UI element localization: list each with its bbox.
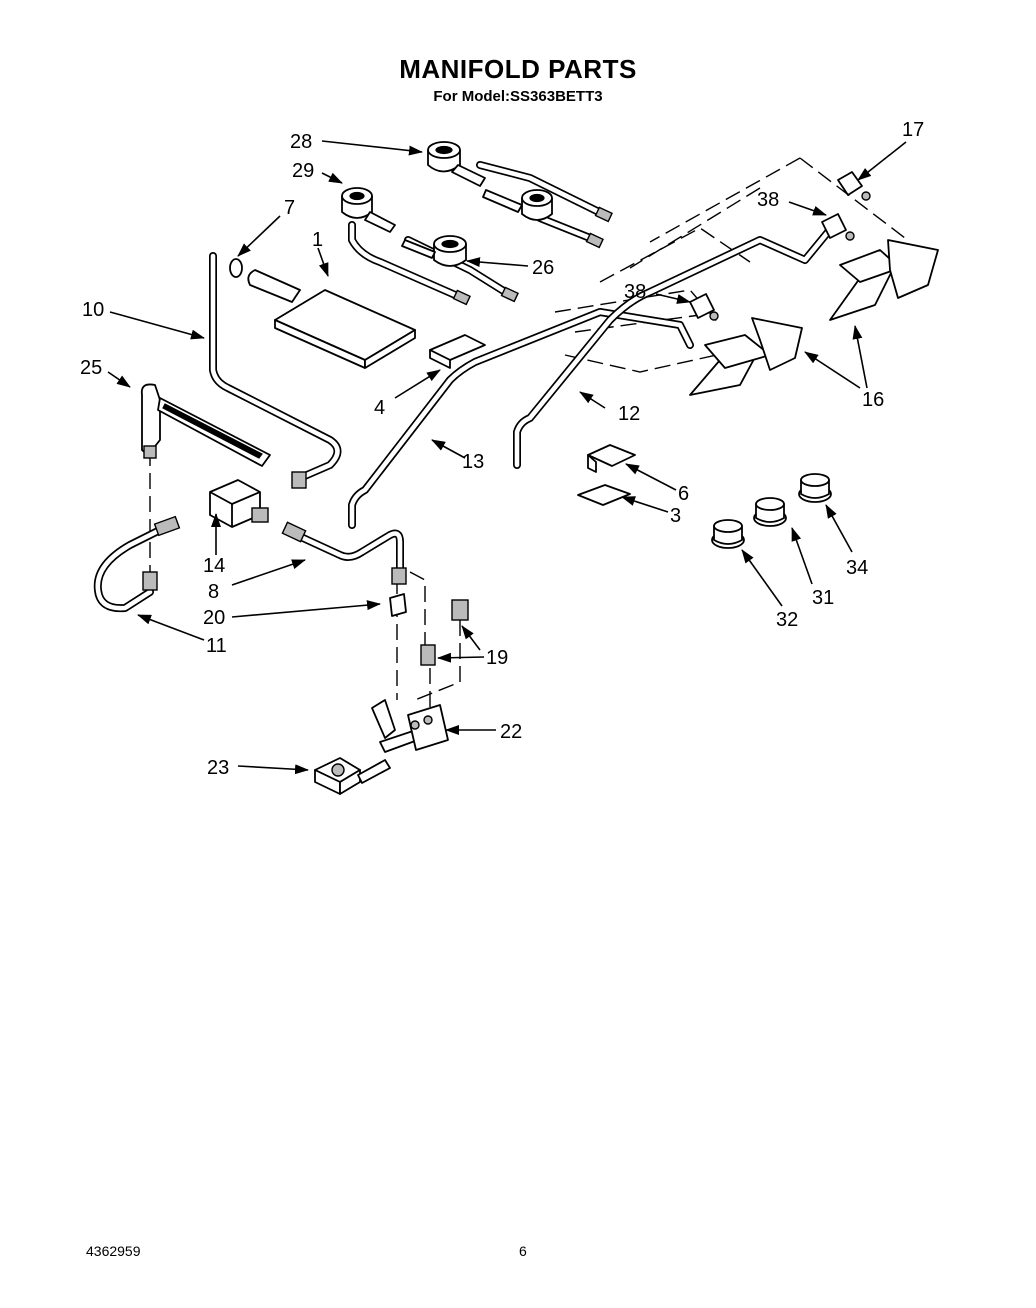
callout-4: 4 (374, 397, 385, 419)
loop-fittings (142, 515, 307, 591)
callout-8: 8 (208, 581, 219, 603)
callout-6: 6 (678, 483, 689, 505)
knob-part-34 (798, 473, 832, 503)
model-subtitle: For Model:SS363BETT3 (433, 88, 603, 105)
dashed-alignment-lines (149, 157, 906, 710)
oven-burner-part-1 (229, 258, 416, 369)
callout-14: 14 (203, 555, 225, 577)
igniter-part-25 (140, 383, 271, 467)
callout-16: 16 (862, 389, 884, 411)
callout-32: 32 (776, 609, 798, 631)
callout-10: 10 (82, 299, 104, 321)
burner-base-part-16-right (829, 239, 939, 321)
callout-19: 19 (486, 647, 508, 669)
bracket-part-3 (577, 484, 631, 506)
callout-3: 3 (670, 505, 681, 527)
callout-25: 25 (80, 357, 102, 379)
callout-leaders (107, 140, 907, 775)
orifice-part-19 (420, 599, 469, 666)
page-number: 6 (519, 1243, 527, 1259)
burner-26 (401, 235, 467, 267)
page-title: MANIFOLD PARTS (399, 54, 637, 84)
callout-38-lower: 38 (624, 281, 646, 303)
manifold-bracket-part-22 (371, 699, 449, 753)
burner-base-part-16-left (689, 317, 803, 396)
callout-12: 12 (618, 403, 640, 425)
callout-34: 34 (846, 557, 868, 579)
callout-17: 17 (902, 119, 924, 141)
electrode-part-17 (837, 171, 871, 201)
callout-28: 28 (290, 131, 312, 153)
knob-part-31 (753, 497, 787, 527)
callout-23: 23 (207, 757, 229, 779)
electrode-part-38-lower (689, 293, 719, 321)
fitting-part-20 (389, 567, 407, 617)
electrode-part-38-upper (821, 213, 855, 241)
callout-38-upper: 38 (757, 189, 779, 211)
bracket-part-6 (587, 444, 636, 473)
valve-part-23 (314, 757, 391, 795)
gas-tubing (93, 161, 832, 613)
callout-7: 7 (284, 197, 295, 219)
document-number: 4362959 (86, 1243, 141, 1259)
callout-11: 11 (206, 635, 227, 657)
callout-26: 26 (532, 257, 554, 279)
callout-labels: 28 17 29 7 1 38 26 38 10 25 4 16 12 13 6… (80, 119, 924, 779)
callout-13: 13 (462, 451, 484, 473)
bracket-part-4 (429, 334, 486, 369)
knob-part-32 (711, 519, 745, 549)
regulator-part-14 (209, 471, 307, 528)
callout-31: 31 (812, 587, 834, 609)
callout-20: 20 (203, 607, 225, 629)
callout-1: 1 (312, 229, 323, 251)
callout-29: 29 (292, 160, 314, 182)
callout-22: 22 (500, 721, 522, 743)
burner-28 (427, 141, 486, 187)
burner-back-right (482, 189, 553, 221)
burner-29 (341, 187, 396, 233)
tube-fittings (452, 206, 613, 306)
